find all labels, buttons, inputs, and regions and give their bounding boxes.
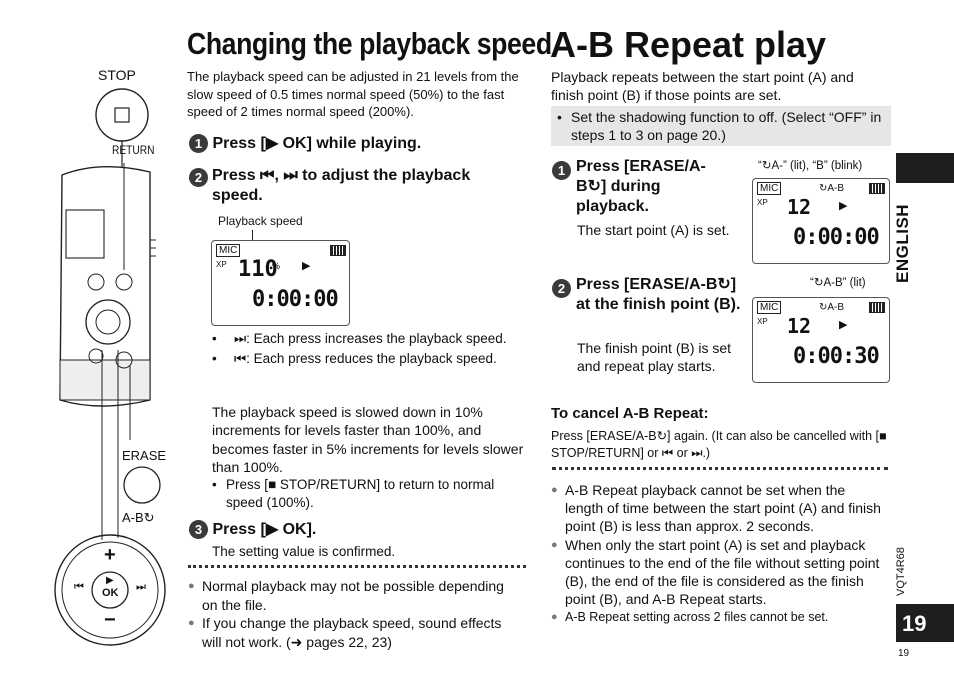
note-text: Set the shadowing function to off. (Sele… (571, 109, 882, 143)
left-step-1: 1 Press [▶ OK] while playing. (189, 134, 421, 154)
erase-label: ERASE (122, 448, 167, 463)
right-step-2: 2 Press [ERASE/A-B↻] at the finish point… (552, 275, 747, 315)
step-text: Press ⏮, ⏭ to adjust the playback speed. (212, 167, 471, 204)
speed-paragraph: The playback speed is slowed down in 10%… (212, 404, 524, 475)
play-icon: ▶ (839, 319, 848, 331)
step2-caption: “↻A-B” (lit) (810, 277, 866, 289)
right-notes: ●A-B Repeat playback cannot be set when … (551, 481, 887, 627)
lcd-caption: Playback speed (218, 214, 303, 228)
play-icon: ▶ (839, 200, 848, 212)
battery-icon (869, 183, 885, 194)
left-notes: ●Normal playback may not be possible dep… (188, 577, 508, 651)
language-label: ENGLISH (893, 203, 912, 283)
bullet-text: ⏭: Each press increases the playback spe… (234, 331, 507, 346)
step1-caption: “↻A-” (lit), “B” (blink) (758, 160, 863, 172)
page-number-small: 19 (898, 648, 910, 659)
left-step-2: 2 Press ⏮, ⏭ to adjust the playback spee… (189, 166, 489, 206)
step-text: Press [ERASE/A-B↻] during playback. (576, 158, 706, 215)
xp-label: XP (757, 198, 768, 207)
note-item: ●Normal playback may not be possible dep… (188, 577, 508, 614)
battery-icon (330, 245, 346, 256)
xp-label: XP (216, 260, 227, 269)
speed-bullets: •⏭: Each press increases the playback sp… (212, 330, 522, 367)
step-number: 1 (552, 161, 571, 180)
device-illustration: STOP RETURN ERASE A-B↻ + (0, 60, 185, 660)
page-number: 19 (902, 611, 927, 636)
step-number: 1 (189, 134, 208, 154)
note-text: If you change the playback speed, sound … (202, 615, 502, 650)
step-number: 3 (189, 520, 208, 540)
shadowing-note-box: •Set the shadowing function to off. (Sel… (551, 106, 891, 146)
track-number: 12 (787, 314, 812, 338)
battery-icon (869, 302, 885, 313)
ab-indicator: ↻A-B (819, 183, 845, 194)
note-item: ●A-B Repeat playback cannot be set when … (551, 481, 887, 536)
xp-label: XP (757, 317, 768, 326)
bullet-text: ⏮: Each press reduces the playback speed… (234, 350, 497, 366)
cancel-text: Press [ERASE/A-B↻] again. (It can also b… (551, 429, 887, 460)
ok-label: OK (102, 587, 119, 599)
step1-sub: The start point (A) is set. (577, 222, 730, 238)
mic-badge: MIC (216, 244, 241, 257)
speed-unit: % (272, 261, 281, 271)
forward-icon: ⏭ (136, 581, 146, 593)
ab-lcd-2: MIC XP ↻A-B 12 ▶ 0:00:30 (752, 297, 890, 383)
note-item: ●When only the start point (A) is set an… (551, 536, 887, 609)
step-number: 2 (552, 279, 571, 298)
left-title: Changing the playback speed (187, 26, 552, 61)
note-text: A-B Repeat setting across 2 files cannot… (565, 610, 829, 625)
bullet-rewind: •⏮: Each press reduces the playback spee… (212, 350, 497, 366)
note-text: When only the start point (A) is set and… (565, 536, 880, 608)
ab-label: A-B↻ (122, 510, 155, 525)
play-icon: ▶ (106, 575, 114, 586)
stop-return-bullet: •Press [■ STOP/RETURN] to return to norm… (212, 476, 512, 511)
right-title: A-B Repeat play (550, 24, 827, 65)
stop-label: STOP (98, 67, 136, 83)
right-intro: Playback repeats between the start point… (551, 69, 854, 103)
bullet-text: Press [■ STOP/RETURN] to return to norma… (226, 477, 495, 510)
speed-value: 110 (238, 257, 278, 282)
left-step-3: 3 Press [▶ OK]. (189, 520, 316, 540)
lcd-time: 0:00:30 (793, 344, 880, 369)
speed-lcd: MIC XP 110 % ▶ 0:00:00 (211, 240, 350, 326)
right-divider (552, 467, 888, 470)
ab-indicator: ↻A-B (819, 302, 845, 313)
step3-sub: The setting value is confirmed. (212, 544, 396, 559)
document-code: VQT4R68 (895, 547, 907, 596)
note-item: ●If you change the playback speed, sound… (188, 614, 508, 651)
step2-sub: The finish point (B) is set and repeat p… (577, 340, 732, 374)
left-intro: The playback speed can be adjusted in 21… (187, 69, 519, 119)
right-step-1: 1 Press [ERASE/A-B↻] during playback. (552, 157, 732, 217)
language-tab (896, 153, 954, 183)
lcd-time: 0:00:00 (793, 225, 880, 250)
return-label: RETURN (112, 143, 155, 157)
lcd-time: 0:00:00 (252, 287, 339, 312)
note-item: ●A-B Repeat setting across 2 files canno… (551, 608, 887, 626)
minus-icon: − (104, 609, 116, 631)
cancel-heading: To cancel A-B Repeat: (551, 405, 709, 422)
step-number: 2 (189, 168, 208, 187)
page-number-tab: 19 (896, 604, 954, 642)
mic-badge: MIC (757, 182, 782, 195)
note-text: Normal playback may not be possible depe… (202, 578, 504, 613)
track-number: 12 (787, 195, 812, 219)
step-text: Press [ERASE/A-B↻] at the finish point (… (576, 276, 741, 313)
mic-badge: MIC (757, 301, 782, 314)
note-text: A-B Repeat playback cannot be set when t… (565, 482, 881, 535)
play-icon: ▶ (302, 260, 311, 272)
ab-lcd-1: MIC XP ↻A-B 12 ▶ 0:00:00 (752, 178, 890, 264)
rewind-icon: ⏮ (74, 581, 84, 593)
device-svg (54, 88, 166, 646)
step-text: Press [▶ OK] while playing. (212, 135, 422, 152)
step-text: Press [▶ OK]. (212, 521, 317, 538)
plus-icon: + (104, 544, 116, 566)
bullet-forward: •⏭: Each press increases the playback sp… (212, 331, 507, 346)
left-divider (188, 565, 526, 568)
